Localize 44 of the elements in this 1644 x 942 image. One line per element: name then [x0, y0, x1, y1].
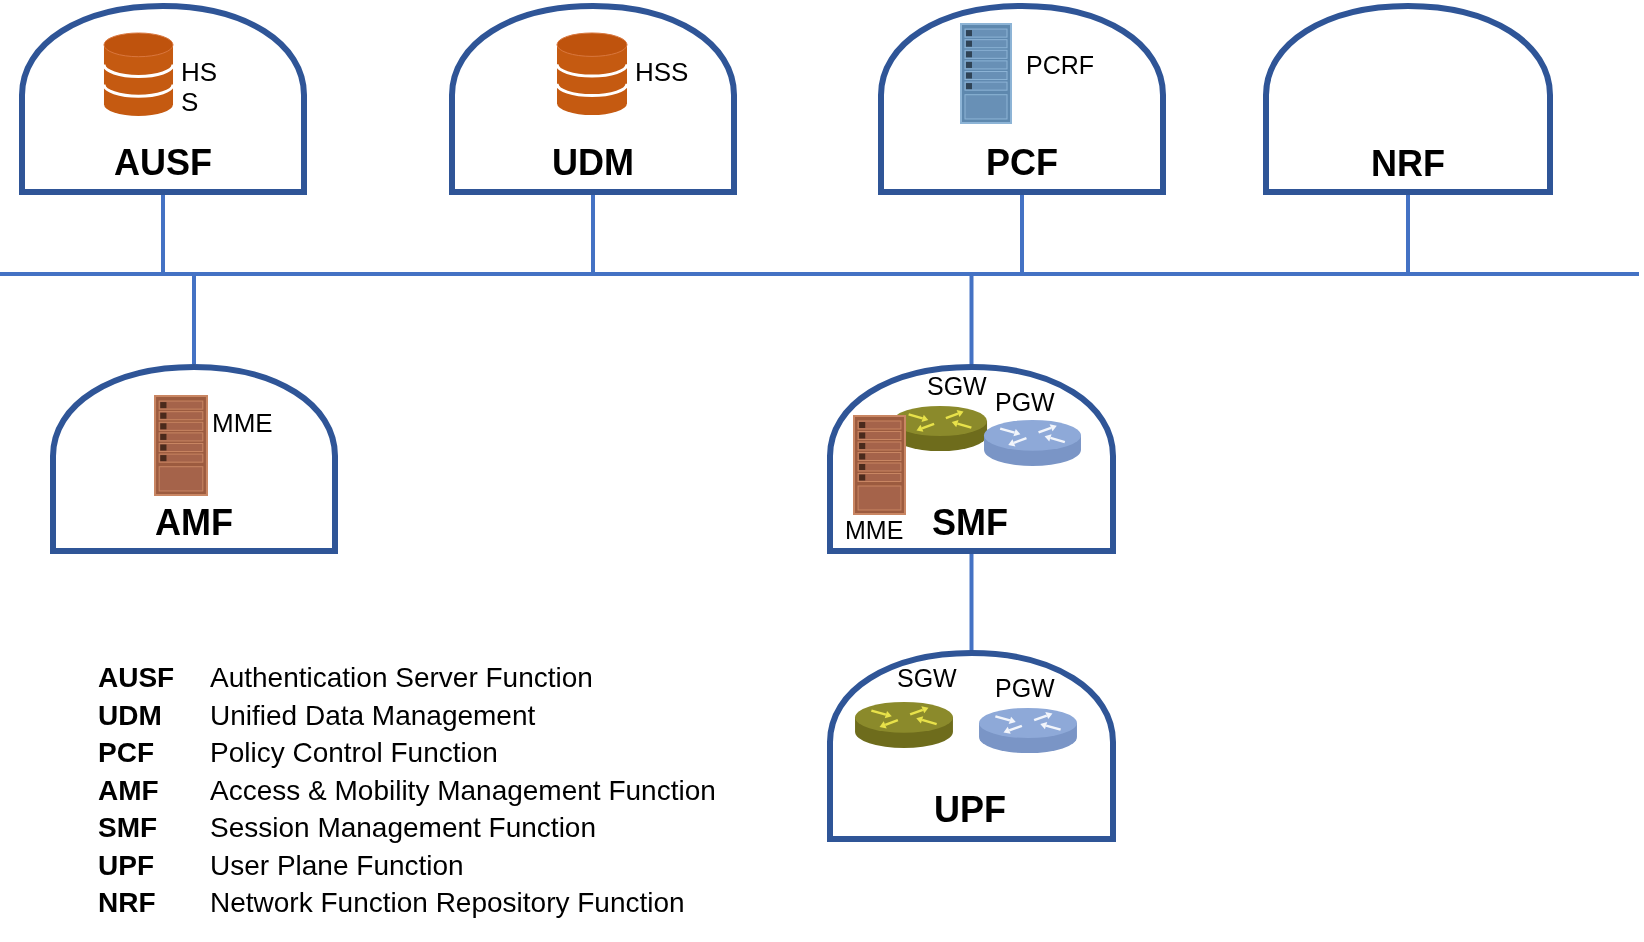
- function-name: NRF: [1371, 143, 1445, 185]
- connector-line: [161, 195, 165, 272]
- abbreviation-definition: Session Management Function: [210, 811, 596, 845]
- function-name: AUSF: [114, 142, 212, 184]
- function-name: PCF: [986, 142, 1058, 184]
- connector-line: [1020, 195, 1024, 272]
- abbreviation-term: PCF: [98, 736, 154, 770]
- abbreviation-definition: User Plane Function: [210, 848, 464, 883]
- function-name: UDM: [552, 142, 634, 184]
- network-function-dome: [449, 3, 737, 195]
- connector-line: [192, 276, 196, 364]
- abbreviation-definition: Network Function Repository Function: [210, 886, 685, 920]
- connector-line: [591, 195, 595, 272]
- connector-line: [969, 276, 974, 364]
- abbreviation-term: UDM: [98, 698, 162, 733]
- abbreviation-term: SMF: [98, 811, 158, 845]
- function-name: UPF: [934, 789, 1006, 831]
- connector-line: [1406, 195, 1410, 272]
- abbreviation-definition: Authentication Server Function: [210, 661, 593, 695]
- device-label: HSS: [635, 58, 689, 88]
- function-name: SMF: [932, 502, 1008, 544]
- device-label: PCRF: [1026, 51, 1095, 80]
- abbreviation-term: AUSF: [98, 661, 175, 695]
- network-function-dome: [827, 650, 1116, 842]
- device-label: MME: [845, 516, 904, 545]
- device-label: PGW: [995, 388, 1055, 417]
- network-function-dome: [878, 3, 1166, 195]
- device-label: PGW: [995, 674, 1055, 703]
- abbreviation-term: AMF: [98, 773, 159, 808]
- abbreviation-definition: Unified Data Management: [210, 698, 536, 733]
- abbreviation-term: UPF: [98, 848, 154, 883]
- device-label: SGW: [897, 664, 957, 693]
- network-function-dome: [19, 3, 307, 195]
- device-label: HSS: [181, 58, 219, 118]
- device-label: SGW: [927, 372, 987, 401]
- function-name: AMF: [155, 502, 233, 544]
- network-function-dome: [1263, 3, 1553, 195]
- abbreviation-definition: Access & Mobility Management Function: [210, 773, 716, 808]
- abbreviation-definition: Policy Control Function: [210, 736, 498, 770]
- connector-line: [969, 554, 974, 650]
- network-function-dome: [50, 364, 338, 554]
- network-function-dome: [827, 364, 1116, 554]
- abbreviation-term: NRF: [98, 886, 156, 920]
- device-label: MME: [212, 409, 273, 439]
